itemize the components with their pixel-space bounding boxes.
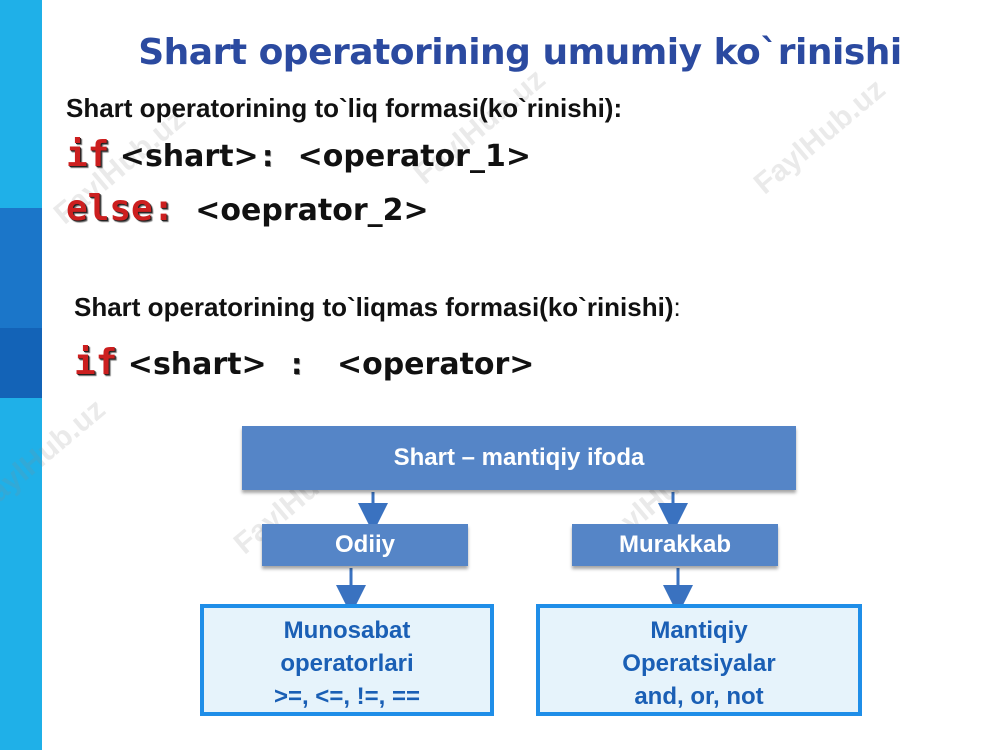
full-form-heading: Shart operatorining to`liq formasi(ko`ri… [66, 93, 623, 123]
operator-placeholder: <oeprator_2> [174, 193, 429, 228]
full-form-else-line: else: <oeprator_2> [66, 188, 429, 229]
operator-placeholder: <operator_1> [276, 139, 531, 174]
relational-operators-box: Munosabat operatorlari >=, <=, !=, == [200, 604, 494, 716]
full-form-if-line: if <shart>: <operator_1> [66, 134, 531, 175]
detail-line: Mantiqiy [650, 617, 748, 644]
left-accent-band [0, 0, 42, 750]
short-form-heading: Shart operatorining to`liqmas formasi(ko… [74, 292, 681, 323]
left-band-segment [0, 208, 42, 328]
condition-placeholder: <shart> [117, 347, 288, 382]
diagram-root-box: Shart – mantiqiy ifoda [242, 426, 796, 490]
diagram-complex-box: Murakkab [572, 524, 778, 566]
colon: : [258, 139, 277, 174]
if-keyword: if [74, 342, 118, 383]
colon: : [287, 347, 306, 382]
diagram-simple-box: Odiiy [262, 524, 468, 566]
short-form-heading-colon: : [673, 292, 681, 322]
left-band-segment [0, 328, 42, 398]
detail-line: Munosabat [283, 617, 411, 644]
else-keyword: else: [66, 188, 175, 229]
detail-line: and, or, not [634, 683, 764, 710]
slide-title: Shart operatorining umumiy ko`rinishi [138, 32, 902, 73]
operator-placeholder: <operator> [305, 347, 535, 382]
short-form-heading-text: Shart operatorining to`liqmas formasi(ko… [74, 292, 674, 322]
short-form-if-line: if <shart> : <operator> [74, 342, 534, 383]
logical-operations-box: Mantiqiy Operatsiyalar and, or, not [536, 604, 862, 716]
detail-line: >=, <=, !=, == [273, 683, 421, 710]
if-keyword: if [66, 134, 110, 175]
detail-line: operatorlari [280, 650, 414, 677]
condition-placeholder: <shart> [109, 139, 259, 174]
detail-line: Operatsiyalar [622, 650, 776, 677]
